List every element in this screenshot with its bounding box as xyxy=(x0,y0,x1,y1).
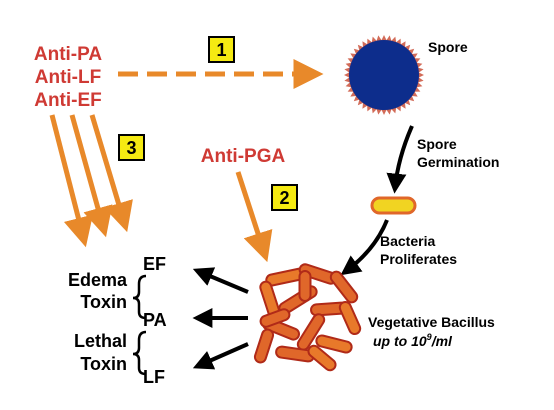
bacillus-rod xyxy=(338,300,362,336)
lethal-toxin-label-line2: Toxin xyxy=(80,354,127,374)
bacillus-rod xyxy=(259,308,291,328)
bacillus-rod xyxy=(329,270,359,304)
ef-label: EF xyxy=(143,254,166,274)
lethal-brace xyxy=(132,330,147,376)
spore-icon xyxy=(344,35,424,115)
anti-ef-label: Anti-EF xyxy=(34,90,102,111)
antibody-arrow-2 xyxy=(69,114,113,238)
bacteria-proliferates-label-line2: Proliferates xyxy=(380,251,457,267)
bacillus-rod xyxy=(298,270,312,302)
concentration-prefix: up to 10 xyxy=(373,333,427,349)
badge-1-number: 1 xyxy=(216,40,226,60)
pa-label: PA xyxy=(143,310,167,330)
badge-3: 3 xyxy=(118,134,145,161)
concentration-exponent: 9 xyxy=(427,332,432,342)
bacillus-rod xyxy=(307,344,337,372)
edema-toxin-label-line2: Toxin xyxy=(80,292,127,312)
lethal-toxin-label-line1: Lethal xyxy=(74,331,127,351)
concentration-suffix: /ml xyxy=(431,333,453,349)
germination-arrow xyxy=(386,125,414,194)
arrow-to-lf xyxy=(192,342,249,370)
bacillus-rod xyxy=(315,334,353,354)
spore-label: Spore xyxy=(428,39,468,55)
badge-1: 1 xyxy=(208,36,235,63)
arrow-to-ef xyxy=(192,267,249,294)
bacteria-proliferates-label-line1: Bacteria xyxy=(380,233,435,249)
antibody-arrow-3 xyxy=(89,114,133,233)
anti-lf-label: Anti-LF xyxy=(35,67,101,88)
badge-3-number: 3 xyxy=(126,138,136,158)
anti-pga-label: Anti-PGA xyxy=(201,146,286,167)
bacilli-cluster-icon xyxy=(253,263,362,372)
edema-brace xyxy=(132,274,147,320)
germinated-cell-icon xyxy=(370,196,417,215)
badge-2: 2 xyxy=(271,184,298,211)
antibody-arrow-1 xyxy=(49,114,93,248)
spore-germination-label-line1: Spore xyxy=(417,136,457,152)
concentration-label: up to 109/ml xyxy=(373,332,453,349)
vegetative-bacillus-label: Vegetative Bacillus xyxy=(368,314,495,330)
lf-label: LF xyxy=(143,367,165,387)
anti-pga-arrow xyxy=(235,171,273,263)
bacillus-rod xyxy=(253,328,275,364)
proliferation-arrow xyxy=(340,219,389,276)
spore-germination-label-line2: Germination xyxy=(417,154,499,170)
edema-toxin-label-line1: Edema xyxy=(68,270,128,290)
anti-pa-label: Anti-PA xyxy=(34,44,103,65)
badge-2-number: 2 xyxy=(279,188,289,208)
